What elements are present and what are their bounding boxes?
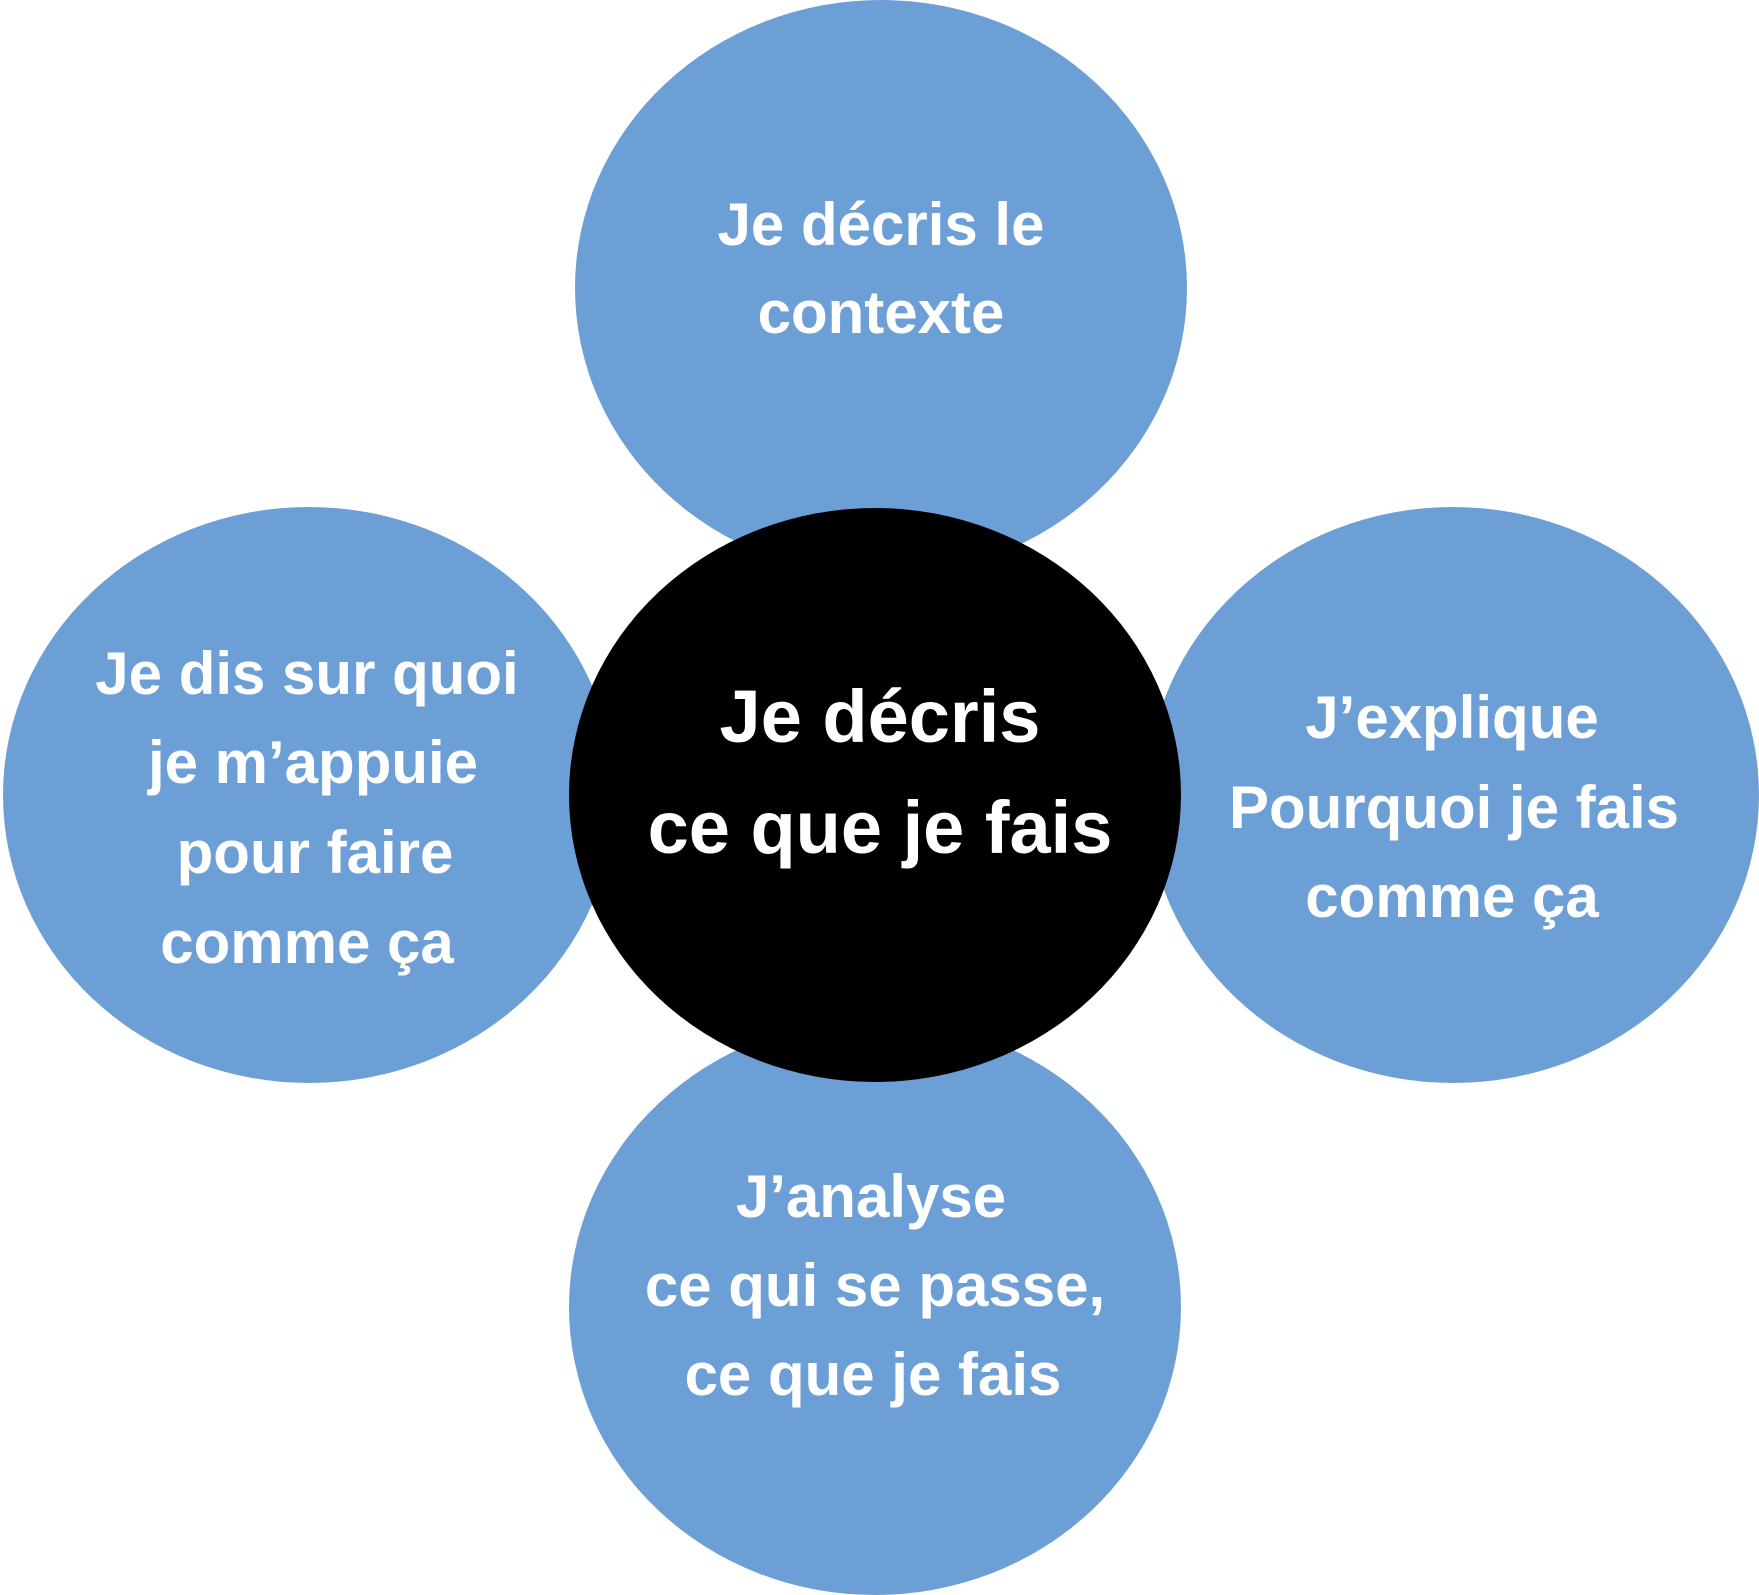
node-top-line: Je décris le: [718, 191, 1045, 258]
node-bottom-line: J’analyse: [736, 1163, 1006, 1230]
node-bottom-shape: [569, 1019, 1181, 1595]
node-center-line: Je décris: [720, 675, 1041, 758]
node-left-line: comme ça: [160, 909, 454, 976]
node-bottom: J’analyse ce qui se passe, ce que je fai…: [569, 1019, 1181, 1595]
node-right: J’explique Pourquoi je fais comme ça: [1147, 507, 1759, 1083]
node-right-line: Pourquoi je fais: [1229, 774, 1679, 841]
node-bottom-line: ce que je fais: [685, 1341, 1062, 1408]
node-left-line: Je dis sur quoi: [95, 640, 518, 707]
node-left-line: pour faire: [177, 819, 454, 886]
node-center-shape: [569, 508, 1181, 1082]
node-top-shape: [575, 0, 1187, 576]
node-center-line: ce que je fais: [648, 786, 1113, 869]
node-bottom-line: ce qui se passe,: [645, 1252, 1105, 1319]
node-top: Je décris le contexte: [575, 0, 1187, 576]
node-left-line: je m’appuie: [147, 729, 478, 796]
node-left: Je dis sur quoi je m’appuie pour faire c…: [3, 507, 615, 1083]
node-right-line: J’explique: [1305, 684, 1598, 751]
node-right-line: comme ça: [1305, 863, 1599, 930]
node-top-line: contexte: [758, 279, 1005, 346]
node-left-shape: [3, 507, 615, 1083]
node-right-shape: [1147, 507, 1759, 1083]
node-center: Je décris ce que je fais: [569, 508, 1181, 1082]
